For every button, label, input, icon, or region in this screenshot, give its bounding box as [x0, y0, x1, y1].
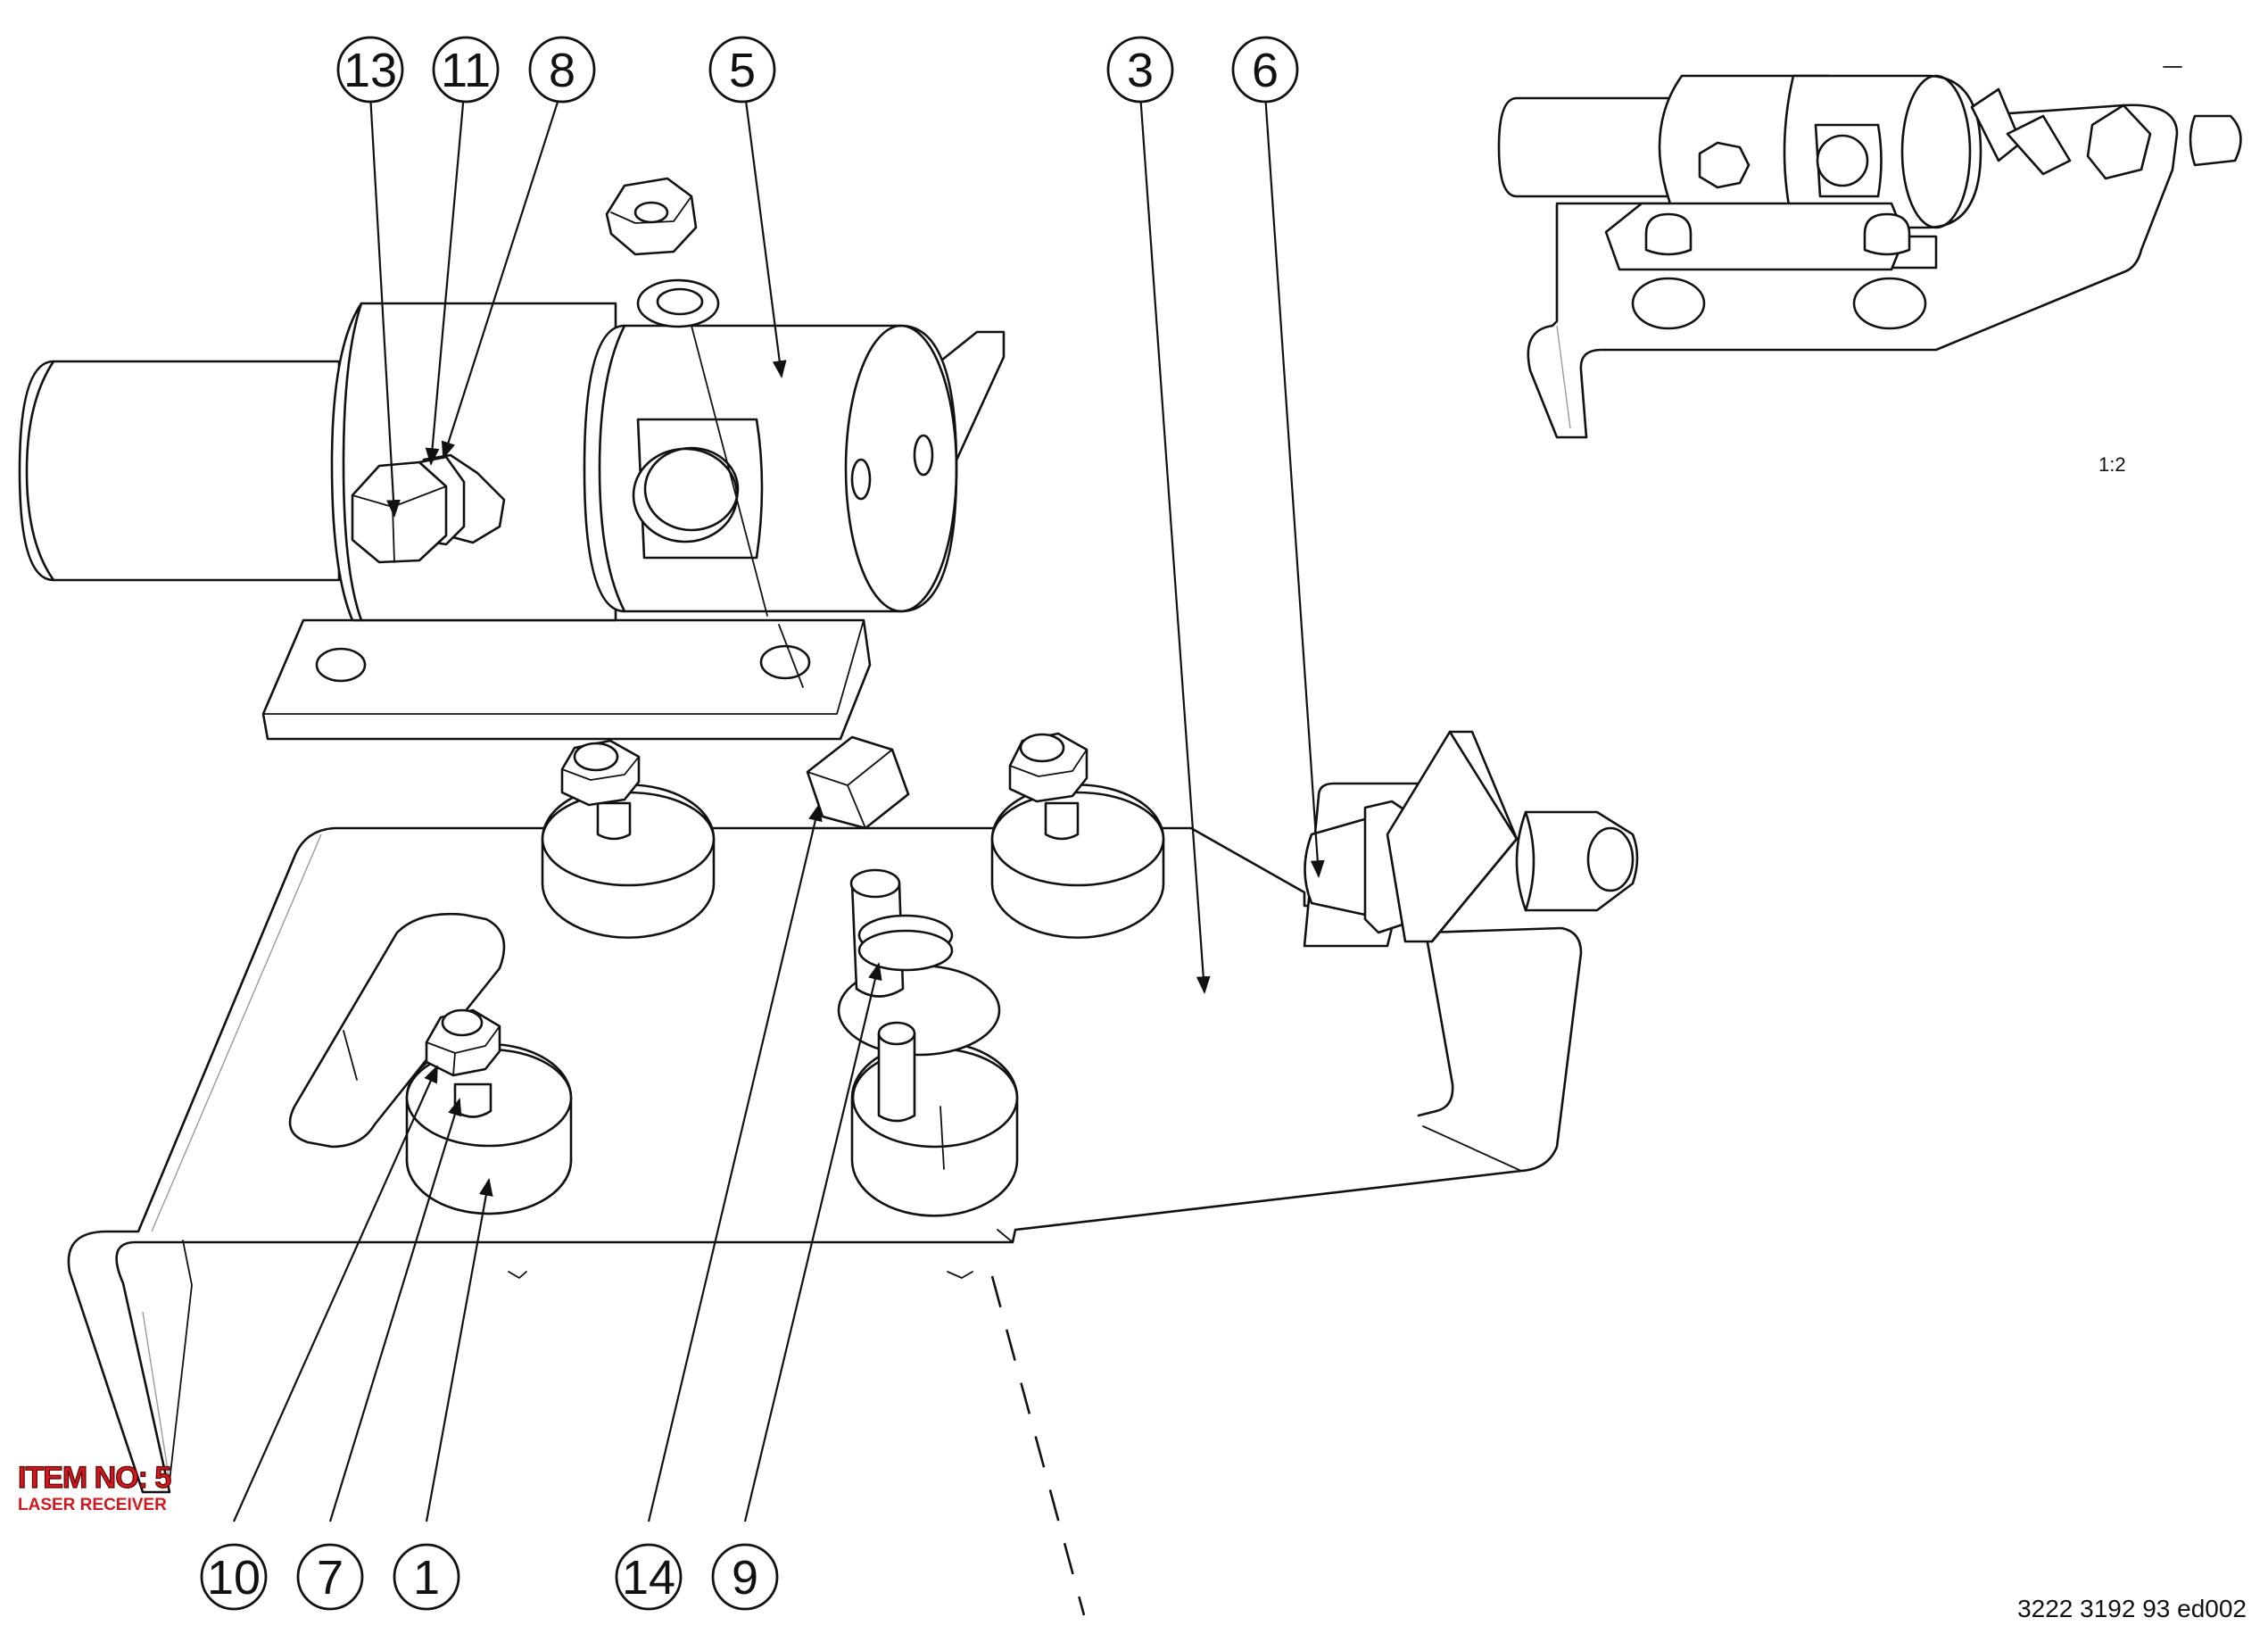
svg-text:11: 11	[441, 44, 491, 97]
detail-view: 1:2	[1497, 66, 2242, 476]
callout-13: 13	[336, 36, 404, 104]
center-pin-assembly	[806, 735, 954, 1170]
item-description: LASER RECEIVER	[18, 1496, 167, 1514]
callout-8: 8	[528, 36, 596, 104]
callout-7: 7	[296, 1543, 364, 1611]
callout-1: 1	[393, 1543, 460, 1611]
svg-text:14: 14	[622, 1551, 675, 1605]
leader-lines	[232, 93, 1325, 1522]
svg-text:6: 6	[1252, 44, 1279, 97]
svg-text:9: 9	[732, 1551, 758, 1605]
svg-text:13: 13	[344, 44, 397, 97]
svg-text:1: 1	[413, 1551, 440, 1605]
document-number: 3222 3192 93 ed002	[2017, 1595, 2247, 1622]
callout-5: 5	[708, 36, 776, 104]
main-exploded-view	[18, 177, 1639, 1616]
svg-text:5: 5	[729, 44, 756, 97]
svg-text:7: 7	[317, 1551, 344, 1605]
callout-11: 11	[432, 36, 500, 104]
callout-3: 3	[1106, 36, 1174, 104]
callout-9: 9	[711, 1543, 779, 1611]
callout-10: 10	[200, 1543, 268, 1611]
item-number-title: ITEM NO: 5	[18, 1461, 170, 1495]
rubber-foot-back-right	[990, 784, 1165, 939]
detail-scale-label: 1:2	[2098, 453, 2126, 476]
stud-and-nut-back-left	[560, 739, 641, 841]
svg-text:8: 8	[549, 44, 575, 97]
svg-text:10: 10	[207, 1551, 261, 1605]
svg-text:3: 3	[1127, 44, 1154, 97]
side-pivot-assembly	[1304, 730, 1639, 943]
stud-and-nut-back-right	[1008, 732, 1088, 841]
rubber-foot-front-right	[850, 1041, 1019, 1217]
callout-6: 6	[1231, 36, 1299, 104]
centerline	[990, 1275, 1086, 1616]
receiver-housing	[18, 177, 1006, 741]
callout-14: 14	[615, 1543, 683, 1611]
